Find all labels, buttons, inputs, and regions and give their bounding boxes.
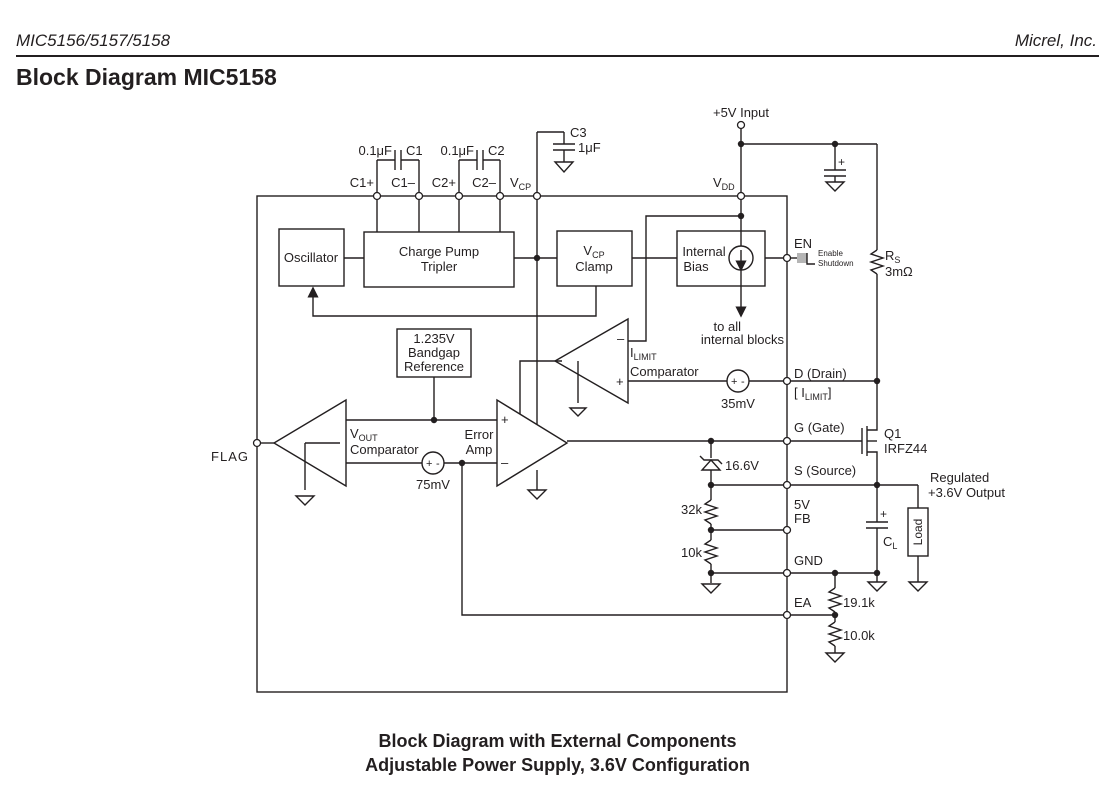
pin-label-drain: D (Drain)	[794, 366, 847, 381]
pin-label-5v: 5V	[794, 497, 810, 512]
shutdown-label: Shutdown	[818, 259, 854, 268]
pin-c1-minus	[414, 191, 424, 201]
section-title: Block Diagram MIC5158	[16, 64, 277, 90]
pin-gnd	[782, 568, 792, 578]
vout-comparator-label: Comparator	[350, 442, 419, 457]
c1-label: C1	[406, 143, 423, 158]
enable-label: Enable	[818, 249, 843, 258]
regulated-label-2: +3.6V Output	[928, 485, 1005, 500]
c2-value: 0.1μF	[440, 143, 474, 158]
svg-text:–: –	[617, 331, 625, 346]
pin-label-ilimit: [ ILIMIT]	[794, 385, 831, 402]
pin-label-flag: FLAG	[211, 449, 249, 464]
pin-label-c2-plus: C2+	[432, 175, 456, 190]
c2-label: C2	[488, 143, 505, 158]
header-part-numbers: MIC5156/5157/5158	[16, 31, 171, 50]
pin-c2-minus	[495, 191, 505, 201]
pin-label-c1-minus: C1–	[391, 175, 416, 190]
svg-text:-: -	[741, 376, 745, 388]
r32k-label: 32k	[681, 502, 702, 517]
oscillator-label: Oscillator	[284, 250, 339, 265]
header-rule	[16, 55, 1099, 57]
bandgap-label-2: Bandgap	[408, 345, 460, 360]
r191-label: 19.1k	[843, 595, 875, 610]
pin-gate	[782, 436, 792, 446]
error-amp-label-2: Amp	[466, 442, 493, 457]
to-all-label-2: internal blocks	[701, 332, 785, 347]
pin-label-ea: EA	[794, 595, 812, 610]
pin-label-vcp: VCP	[510, 175, 531, 192]
ilimit-comparator-label: Comparator	[630, 364, 699, 379]
c3-label: C3	[570, 125, 587, 140]
vout-label: VOUT	[350, 426, 378, 443]
charge-pump-label-1: Charge Pump	[399, 244, 479, 259]
r100-label: 10.0k	[843, 628, 875, 643]
pin-label-c2-minus: C2–	[472, 175, 497, 190]
c1-value: 0.1μF	[358, 143, 392, 158]
vcp-clamp-label-2: Clamp	[575, 259, 613, 274]
charge-pump-block	[363, 231, 515, 288]
bandgap-label-3: Reference	[404, 359, 464, 374]
caption-line-2: Adjustable Power Supply, 3.6V Configurat…	[365, 755, 750, 775]
svg-text:+: +	[731, 376, 737, 388]
q1-part: IRFZ44	[884, 441, 927, 456]
q1-label: Q1	[884, 426, 901, 441]
to-all-label-1: to all	[714, 319, 742, 334]
capacitor-c2	[458, 150, 501, 196]
zener-label: 16.6V	[725, 458, 759, 473]
pin-label-source: S (Source)	[794, 463, 856, 478]
capacitor-c3	[536, 131, 575, 196]
regulated-label-1: Regulated	[930, 470, 989, 485]
pin-c2-plus	[454, 191, 464, 201]
input-label: +5V Input	[713, 105, 769, 120]
input-terminal	[736, 120, 746, 130]
svg-text:+: +	[880, 507, 887, 521]
offset-35mv-label: 35mV	[721, 396, 755, 411]
internal-bias-label-2: Bias	[683, 259, 709, 274]
svg-text:+: +	[426, 458, 432, 470]
pin-vcp	[532, 191, 542, 201]
internal-bias-label-1: Internal	[682, 244, 725, 259]
pin-c1-plus	[372, 191, 382, 201]
ilimit-label: ILIMIT	[630, 345, 657, 362]
pin-label-gnd: GND	[794, 553, 823, 568]
header-company: Micrel, Inc.	[1014, 31, 1097, 50]
pin-ea	[782, 610, 792, 620]
error-amp	[496, 398, 569, 488]
pin-label-fb: FB	[794, 511, 811, 526]
cl-label: CL	[883, 534, 897, 551]
pin-label-gate: G (Gate)	[794, 420, 845, 435]
pin-en	[782, 253, 792, 263]
vcp-clamp-label-1: VCP	[583, 243, 604, 260]
pin-drain	[782, 376, 792, 386]
rs-value: 3mΩ	[885, 264, 913, 279]
svg-text:+: +	[838, 155, 845, 169]
load-label: Load	[911, 519, 925, 546]
error-amp-label-1: Error	[465, 427, 495, 442]
ilimit-comparator	[553, 317, 629, 405]
pin-source	[782, 480, 792, 490]
pin-label-c1-plus: C1+	[350, 175, 374, 190]
rs-label: RS	[885, 248, 900, 265]
svg-text:+: +	[616, 374, 624, 389]
svg-text:–: –	[501, 455, 509, 470]
pin-vdd	[736, 191, 746, 201]
pin-fb	[782, 525, 792, 535]
pin-label-vdd: VDD	[713, 175, 735, 192]
bandgap-label-1: 1.235V	[413, 331, 455, 346]
vcp-clamp-block	[556, 230, 633, 287]
charge-pump-label-2: Tripler	[421, 259, 458, 274]
capacitor-c1	[376, 150, 420, 196]
svg-text:+: +	[501, 412, 509, 427]
oscillator-block	[278, 228, 345, 287]
c3-value: 1μF	[578, 140, 601, 155]
enable-switch-icon	[797, 253, 807, 263]
svg-text:-: -	[436, 458, 440, 470]
offset-75mv-label: 75mV	[416, 477, 450, 492]
caption-line-1: Block Diagram with External Components	[378, 731, 737, 751]
r10k-label: 10k	[681, 545, 702, 560]
pin-label-en: EN	[794, 236, 812, 251]
pin-flag	[252, 438, 262, 448]
